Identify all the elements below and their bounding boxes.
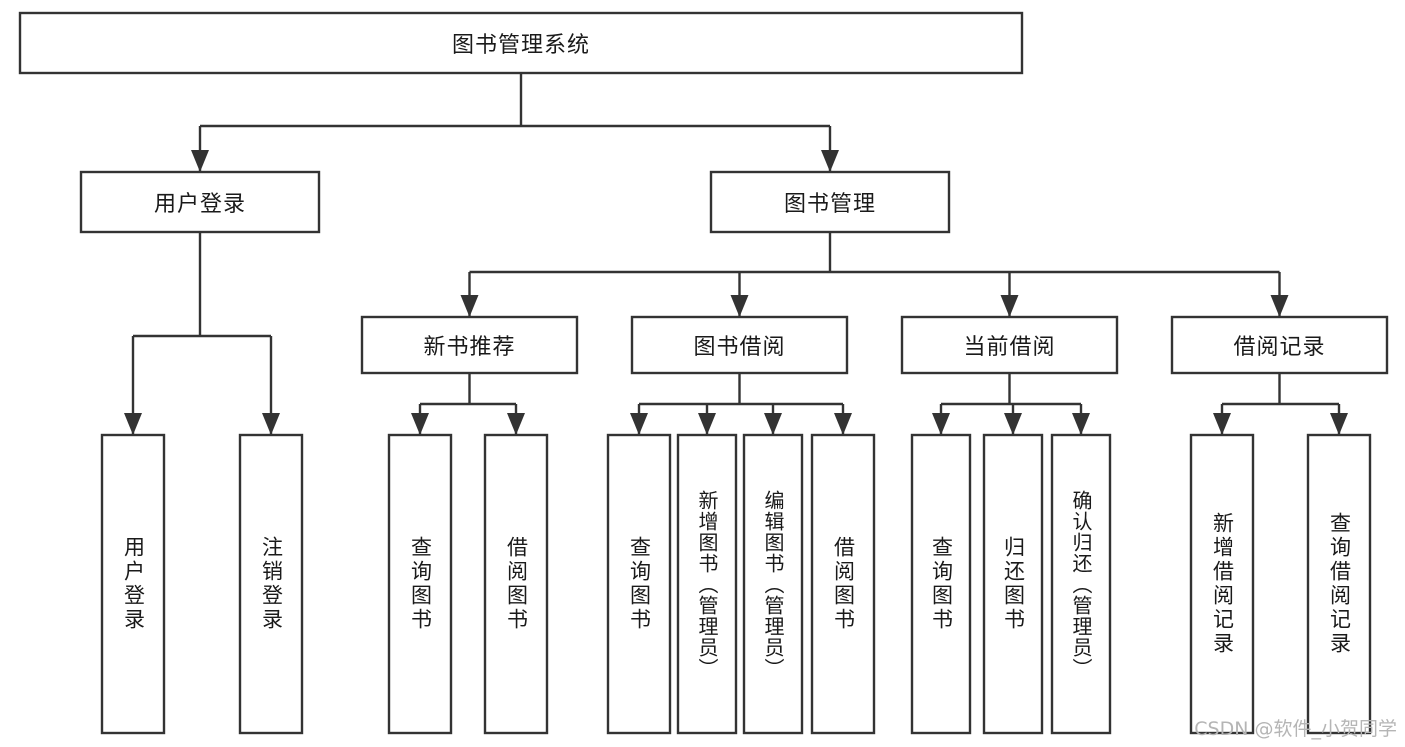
node-box-leaf-query-book-recommend[interactable]: [387, 433, 453, 735]
connector-layer: [124, 73, 1348, 435]
arrow-head-leaf-query-book-borrow: [630, 413, 648, 435]
arrow-head-leaf-user-login: [124, 413, 142, 435]
arrow-head-leaf-confirm-return: [1072, 413, 1090, 435]
node-box-leaf-return-book[interactable]: [982, 433, 1044, 735]
node-box-leaf-confirm-return[interactable]: [1050, 433, 1112, 735]
arrow-head-book-borrow: [730, 295, 749, 317]
arrow-head-leaf-query-book-current: [932, 413, 950, 435]
arrow-head-book-manage: [821, 150, 839, 172]
arrow-head-user-login: [191, 150, 209, 172]
node-box-leaf-query-book-borrow[interactable]: [606, 433, 672, 735]
node-box-leaf-borrow-book[interactable]: [810, 433, 876, 735]
arrow-head-new-book-recommend: [460, 295, 479, 317]
node-box-leaf-edit-book[interactable]: [742, 433, 804, 735]
node-box-new-book-recommend[interactable]: [360, 315, 579, 375]
arrow-head-leaf-logout: [262, 413, 280, 435]
node-box-leaf-user-login[interactable]: [100, 433, 166, 735]
node-box-book-manage[interactable]: [709, 170, 951, 234]
arrow-head-leaf-borrow-book: [834, 413, 852, 435]
arrow-head-leaf-edit-book: [764, 413, 782, 435]
node-box-leaf-add-book[interactable]: [676, 433, 738, 735]
node-box-user-login[interactable]: [79, 170, 321, 234]
node-box-borrow-record[interactable]: [1170, 315, 1389, 375]
arrow-head-current-borrow: [1000, 295, 1019, 317]
node-box-leaf-borrow-book-recommend[interactable]: [483, 433, 549, 735]
node-box-current-borrow[interactable]: [900, 315, 1119, 375]
node-box-leaf-query-borrow-record[interactable]: [1306, 433, 1372, 735]
arrow-head-leaf-borrow-book-recommend: [507, 413, 525, 435]
arrow-head-leaf-add-book: [698, 413, 716, 435]
node-box-layer: [18, 11, 1389, 735]
arrow-head-leaf-query-borrow-record: [1330, 413, 1348, 435]
arrow-head-leaf-query-book-recommend: [411, 413, 429, 435]
arrow-head-leaf-return-book: [1004, 413, 1022, 435]
node-box-leaf-add-borrow-record[interactable]: [1189, 433, 1255, 735]
node-box-book-borrow[interactable]: [630, 315, 849, 375]
node-box-root[interactable]: [18, 11, 1024, 75]
node-box-leaf-logout[interactable]: [238, 433, 304, 735]
arrow-head-borrow-record: [1270, 295, 1289, 317]
node-box-leaf-query-book-current[interactable]: [910, 433, 972, 735]
arrow-head-leaf-add-borrow-record: [1213, 413, 1231, 435]
